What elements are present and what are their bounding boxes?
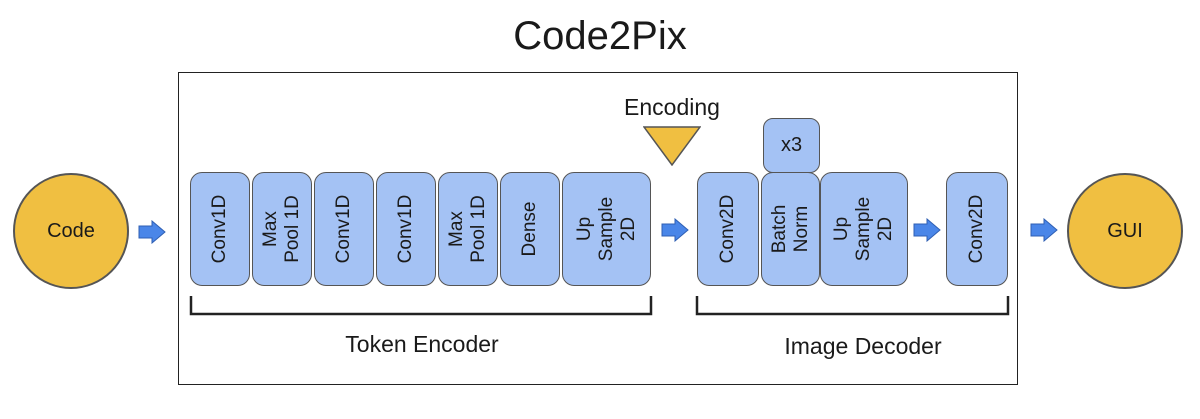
encoder-layer-conv1d-3: Conv1D (376, 172, 436, 286)
decoder-layer-label: Up Sample 2D (831, 196, 896, 262)
encoder-layer-conv1d-2: Conv1D (314, 172, 374, 286)
flow-arrow-icon (661, 218, 689, 242)
image-decoder-bracket (695, 296, 1010, 316)
image-decoder-label: Image Decoder (784, 333, 942, 359)
encoder-layer-label: Max Pool 1D (446, 195, 489, 263)
decoder-layer-batchnorm: Batch Norm (761, 172, 820, 286)
repeat-count-label: x3 (780, 134, 803, 156)
repeat-count-box: x3 (763, 118, 820, 173)
code-input-label: Code (47, 219, 95, 242)
flow-arrow-icon (138, 220, 166, 244)
encoder-layer-label: Max Pool 1D (260, 195, 303, 263)
encoder-layer-label: Dense (519, 201, 540, 257)
decoder-layer-conv2d-1: Conv2D (697, 172, 759, 286)
decoder-layer-label: Conv2D (717, 194, 738, 264)
diagram-title: Code2Pix (513, 14, 687, 58)
encoder-layer-label: Conv1D (395, 194, 416, 264)
encoder-layer-upsample2d: Up Sample 2D (562, 172, 651, 286)
decoder-layer-conv2d-2: Conv2D (946, 172, 1008, 286)
encoding-triangle-icon (643, 126, 701, 166)
token-encoder-bracket (189, 296, 653, 316)
decoder-layer-label: Batch Norm (768, 204, 812, 254)
token-encoder-label: Token Encoder (345, 331, 499, 357)
encoder-layer-label: Conv1D (333, 194, 354, 264)
encoder-layer-conv1d-1: Conv1D (190, 172, 250, 286)
flow-arrow-icon (1030, 218, 1058, 242)
decoder-layer-upsample2d: Up Sample 2D (820, 172, 908, 286)
model-frame (178, 72, 1018, 385)
gui-output-node: GUI (1067, 173, 1183, 289)
encoding-label: Encoding (624, 94, 720, 120)
gui-output-label: GUI (1107, 219, 1143, 242)
flow-arrow-icon (913, 218, 941, 242)
encoder-layer-dense: Dense (500, 172, 560, 286)
encoder-layer-label: Up Sample 2D (573, 196, 639, 262)
code-input-node: Code (13, 173, 129, 289)
encoder-layer-maxpool1d-1: Max Pool 1D (252, 172, 312, 286)
decoder-layer-label: Conv2D (966, 194, 987, 264)
encoder-layer-maxpool1d-2: Max Pool 1D (438, 172, 498, 286)
encoder-layer-label: Conv1D (209, 194, 230, 264)
